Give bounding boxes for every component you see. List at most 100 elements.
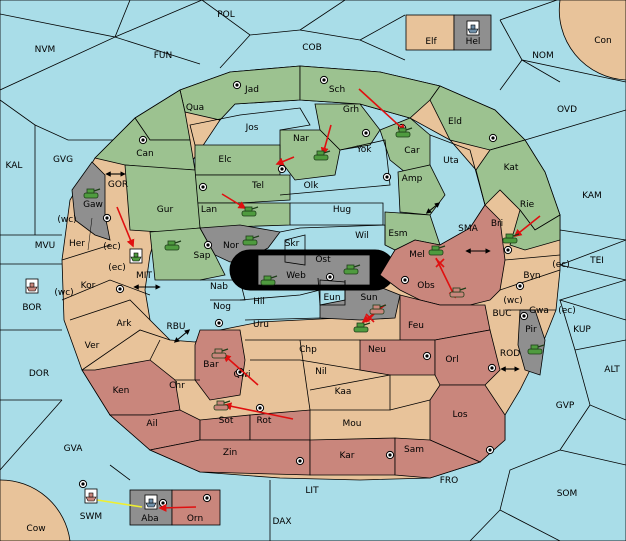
- province-can[interactable]: Can: [136, 149, 154, 159]
- sea-region-tei[interactable]: TEI: [589, 256, 604, 266]
- province-gwa[interactable]: Gwa: [529, 306, 549, 316]
- province-nar[interactable]: Nar: [293, 134, 309, 144]
- province-bar[interactable]: Bar: [203, 360, 219, 370]
- province-esm[interactable]: Esm: [388, 229, 407, 239]
- province-web[interactable]: Web: [286, 271, 306, 281]
- province-her[interactable]: Her: [69, 239, 85, 249]
- army-unit-icon[interactable]: [242, 235, 260, 246]
- province-rie[interactable]: Rie: [520, 200, 535, 210]
- province-zin[interactable]: Zin: [223, 448, 237, 458]
- fleet-unit-icon[interactable]: [144, 494, 158, 510]
- army-unit-icon[interactable]: [502, 233, 520, 244]
- province-ver[interactable]: Ver: [85, 341, 100, 351]
- province-hug[interactable]: Hug: [333, 205, 351, 215]
- province-sun[interactable]: Sun: [360, 293, 377, 303]
- army-unit-icon[interactable]: [313, 150, 331, 161]
- sea-region-som[interactable]: SOM: [557, 489, 578, 499]
- province-mel[interactable]: Mel: [409, 250, 425, 260]
- province-byn[interactable]: Byn: [523, 271, 540, 281]
- sea-region-gva[interactable]: GVA: [64, 444, 84, 454]
- province-amp[interactable]: Amp: [402, 174, 423, 184]
- province-uta[interactable]: Uta: [443, 156, 459, 166]
- province-ost[interactable]: Ost: [315, 255, 331, 265]
- province-gaw[interactable]: Gaw: [83, 200, 103, 210]
- province-kar[interactable]: Kar: [340, 451, 355, 461]
- sea-region-sma[interactable]: SMA: [458, 224, 478, 234]
- province-kor[interactable]: Kor: [81, 281, 96, 291]
- province-los[interactable]: Los: [452, 410, 467, 420]
- province-sap[interactable]: Sap: [194, 251, 211, 261]
- province-feu[interactable]: Feu: [408, 321, 424, 331]
- sea-region-gvp[interactable]: GVP: [556, 401, 575, 411]
- province-nog[interactable]: Nog: [213, 302, 231, 312]
- province-neu[interactable]: Neu: [368, 345, 386, 355]
- army-unit-icon[interactable]: [449, 287, 467, 298]
- sea-region-lit[interactable]: LIT: [305, 486, 319, 496]
- province-sot[interactable]: Sot: [219, 416, 234, 426]
- sea-region-dax[interactable]: DAX: [272, 517, 291, 527]
- province-qua[interactable]: Qua: [186, 103, 204, 113]
- fleet-unit-icon[interactable]: [84, 488, 98, 504]
- sea-region-dor[interactable]: DOR: [29, 369, 49, 379]
- sea-region-nom[interactable]: NOM: [532, 51, 554, 61]
- province-eld[interactable]: Eld: [448, 117, 462, 127]
- province-eun[interactable]: Eun: [323, 293, 340, 303]
- province-sch[interactable]: Sch: [329, 85, 345, 95]
- province-jad[interactable]: Jad: [244, 85, 259, 95]
- sea-region-pol[interactable]: POL: [217, 10, 235, 20]
- province-nil[interactable]: Nil: [315, 367, 327, 377]
- province-aba[interactable]: Aba: [141, 514, 158, 524]
- province-con[interactable]: Con: [594, 36, 612, 46]
- sea-region-kal[interactable]: KAL: [6, 161, 23, 171]
- fleet-unit-icon[interactable]: [466, 20, 480, 36]
- sea-region-kup[interactable]: KUP: [573, 325, 591, 335]
- sea-region-swm[interactable]: SWM: [80, 512, 102, 522]
- province-uru[interactable]: Uru: [253, 320, 269, 330]
- province-chp[interactable]: Chp: [299, 345, 317, 355]
- sea-region-rodsea[interactable]: ROD: [500, 349, 520, 359]
- province-wil[interactable]: Wil: [355, 231, 369, 241]
- province-kat[interactable]: Kat: [504, 163, 519, 173]
- army-unit-icon[interactable]: [428, 245, 446, 256]
- province-elf[interactable]: Elf: [425, 37, 437, 47]
- province-orn[interactable]: Orn: [187, 514, 203, 524]
- province-lan[interactable]: Lan: [201, 205, 217, 215]
- province-grh[interactable]: Grh: [343, 105, 359, 115]
- province-yok[interactable]: Yok: [355, 145, 372, 155]
- province-skr[interactable]: Skr: [285, 239, 300, 249]
- sea-region-cob[interactable]: COB: [302, 43, 322, 53]
- province-car[interactable]: Car: [404, 146, 420, 156]
- army-unit-icon[interactable]: [83, 188, 101, 199]
- province-pir[interactable]: Pir: [525, 325, 537, 335]
- province-hil[interactable]: Hil: [253, 297, 265, 307]
- army-unit-icon[interactable]: [343, 264, 361, 275]
- fleet-unit-icon[interactable]: [129, 248, 143, 264]
- army-unit-icon[interactable]: [527, 344, 545, 355]
- sea-region-nvm[interactable]: NVM: [35, 45, 56, 55]
- sea-region-mit[interactable]: MIT: [136, 271, 152, 281]
- sea-region-gor[interactable]: GOR: [108, 180, 128, 190]
- sea-region-rbu[interactable]: RBU: [166, 322, 185, 332]
- army-unit-icon[interactable]: [164, 240, 182, 251]
- province-orl[interactable]: Orl: [445, 355, 458, 365]
- province-ail[interactable]: Ail: [146, 419, 157, 429]
- army-unit-icon[interactable]: [241, 206, 259, 217]
- sea-region-fun[interactable]: FUN: [154, 51, 173, 61]
- province-ken[interactable]: Ken: [113, 386, 130, 396]
- sea-region-mvu[interactable]: MVU: [35, 241, 56, 251]
- fleet-unit-icon[interactable]: [25, 278, 39, 294]
- province-obs[interactable]: Obs: [417, 281, 435, 291]
- army-unit-icon[interactable]: [260, 275, 278, 286]
- army-unit-icon[interactable]: [211, 348, 229, 359]
- province-elc[interactable]: Elc: [218, 155, 231, 165]
- army-unit-icon[interactable]: [213, 400, 231, 411]
- province-tel[interactable]: Tel: [251, 181, 264, 191]
- army-unit-icon[interactable]: [369, 304, 387, 315]
- province-sam[interactable]: Sam: [404, 445, 424, 455]
- province-jos[interactable]: Jos: [245, 123, 259, 133]
- province-chr[interactable]: Chr: [169, 381, 185, 391]
- province-cow[interactable]: Cow: [26, 524, 45, 534]
- army-unit-icon[interactable]: [353, 322, 371, 333]
- province-ark[interactable]: Ark: [116, 319, 132, 329]
- army-unit-icon[interactable]: [395, 127, 413, 138]
